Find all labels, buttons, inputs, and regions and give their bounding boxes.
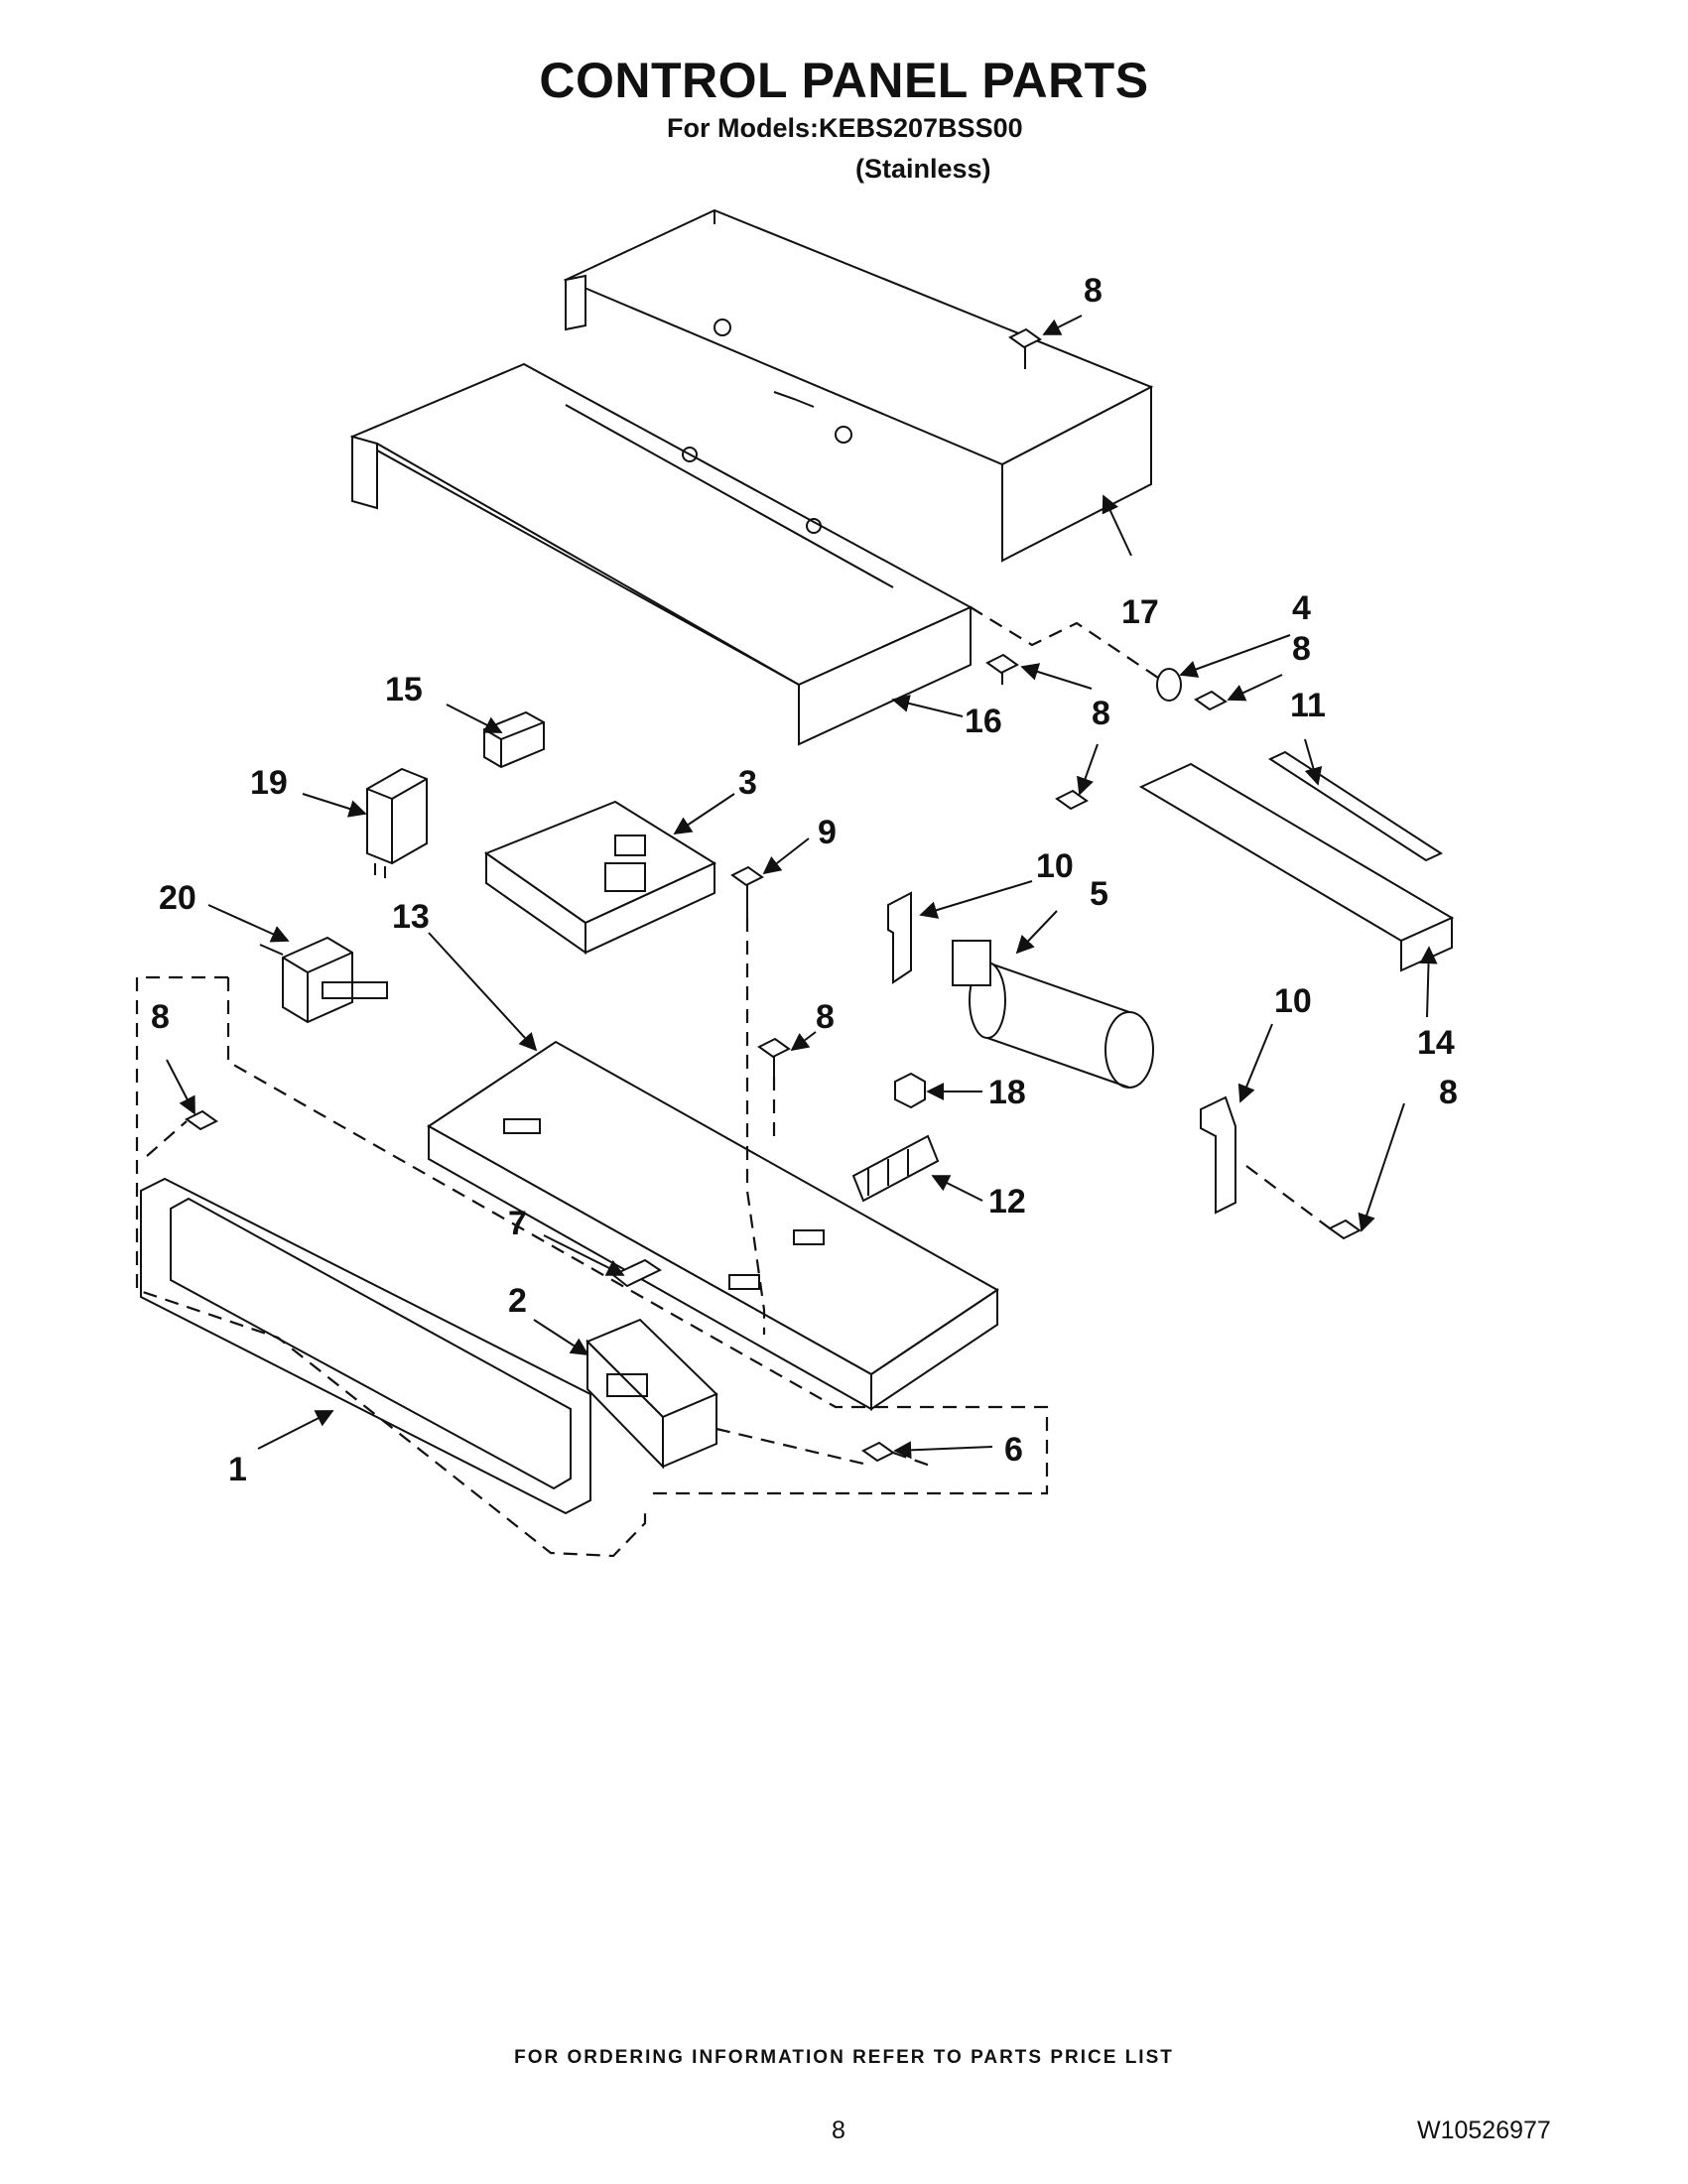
- callout-8-d: 8: [151, 998, 170, 1036]
- screw-8-top: [1008, 327, 1042, 369]
- callout-8-c: 8: [1092, 695, 1110, 732]
- callout-13: 13: [392, 898, 430, 936]
- callout-8-e: 8: [816, 998, 835, 1036]
- screw-8-right: [1328, 1219, 1362, 1240]
- screw-8-mid-c: [1055, 789, 1089, 811]
- callout-12: 12: [988, 1183, 1026, 1220]
- part-18-nut: [894, 1072, 926, 1109]
- part-10-bracket-b: [1200, 1095, 1236, 1215]
- screw-8-center: [757, 1037, 791, 1077]
- callout-15: 15: [385, 671, 423, 708]
- part-10-bracket-a: [887, 891, 912, 984]
- callout-10-b: 10: [1274, 982, 1312, 1020]
- callout-10-a: 10: [1036, 847, 1074, 885]
- part-7-switch: [611, 1258, 663, 1288]
- callout-7: 7: [508, 1205, 527, 1242]
- callout-8-top: 8: [1084, 272, 1103, 310]
- callout-17: 17: [1121, 593, 1159, 631]
- assembly-dashed-lines: [135, 606, 1331, 1558]
- callout-14: 14: [1417, 1024, 1455, 1062]
- part-20-transformer: [259, 936, 388, 1024]
- callout-4: 4: [1292, 589, 1311, 627]
- callout-5: 5: [1090, 875, 1108, 913]
- callout-18: 18: [988, 1074, 1026, 1111]
- part-1-control-panel: [140, 1177, 591, 1515]
- callout-1: 1: [228, 1451, 247, 1488]
- callout-8-f: 8: [1439, 1074, 1458, 1111]
- part-3-board-tray: [483, 800, 717, 955]
- callout-16: 16: [965, 703, 1002, 740]
- part-16-lower-housing: [349, 362, 974, 746]
- callout-6: 6: [1004, 1431, 1023, 1469]
- callout-labels: 8 17 4 8 16 8 11 15 19 3 9 10 5 20 13 8 …: [151, 272, 1458, 1488]
- part-15-bracket: [483, 710, 545, 769]
- callout-20: 20: [159, 879, 196, 917]
- callout-3: 3: [738, 764, 757, 802]
- callout-9: 9: [818, 814, 837, 851]
- callout-11: 11: [1290, 687, 1326, 724]
- callout-19: 19: [250, 764, 288, 802]
- page-number: 8: [832, 2117, 845, 2144]
- part-5-blower-motor: [952, 940, 1154, 1089]
- document-number: W10526977: [1417, 2117, 1551, 2144]
- part-2-control-board: [585, 1318, 718, 1470]
- leader-arrows: [166, 315, 1438, 1460]
- washer-4: [1156, 668, 1182, 702]
- ordering-note: FOR ORDERING INFORMATION REFER TO PARTS …: [514, 2047, 1174, 2068]
- screw-8-mid-a: [985, 653, 1019, 685]
- screw-9: [730, 865, 764, 918]
- part-12-terminal-block: [851, 1134, 940, 1203]
- part-19-relay: [366, 767, 428, 878]
- screw-6: [861, 1441, 895, 1463]
- model-variant: (Stainless): [855, 154, 991, 184]
- screw-8-left: [185, 1109, 218, 1131]
- page-title: CONTROL PANEL PARTS: [539, 53, 1149, 108]
- part-14-bracket: [1138, 762, 1455, 972]
- model-subtitle: For Models:KEBS207BSS00: [667, 113, 1023, 143]
- callout-2: 2: [508, 1282, 527, 1320]
- part-17-top-cover: [563, 208, 1154, 563]
- callout-8-b: 8: [1292, 630, 1311, 668]
- screw-8-mid-b: [1194, 690, 1228, 711]
